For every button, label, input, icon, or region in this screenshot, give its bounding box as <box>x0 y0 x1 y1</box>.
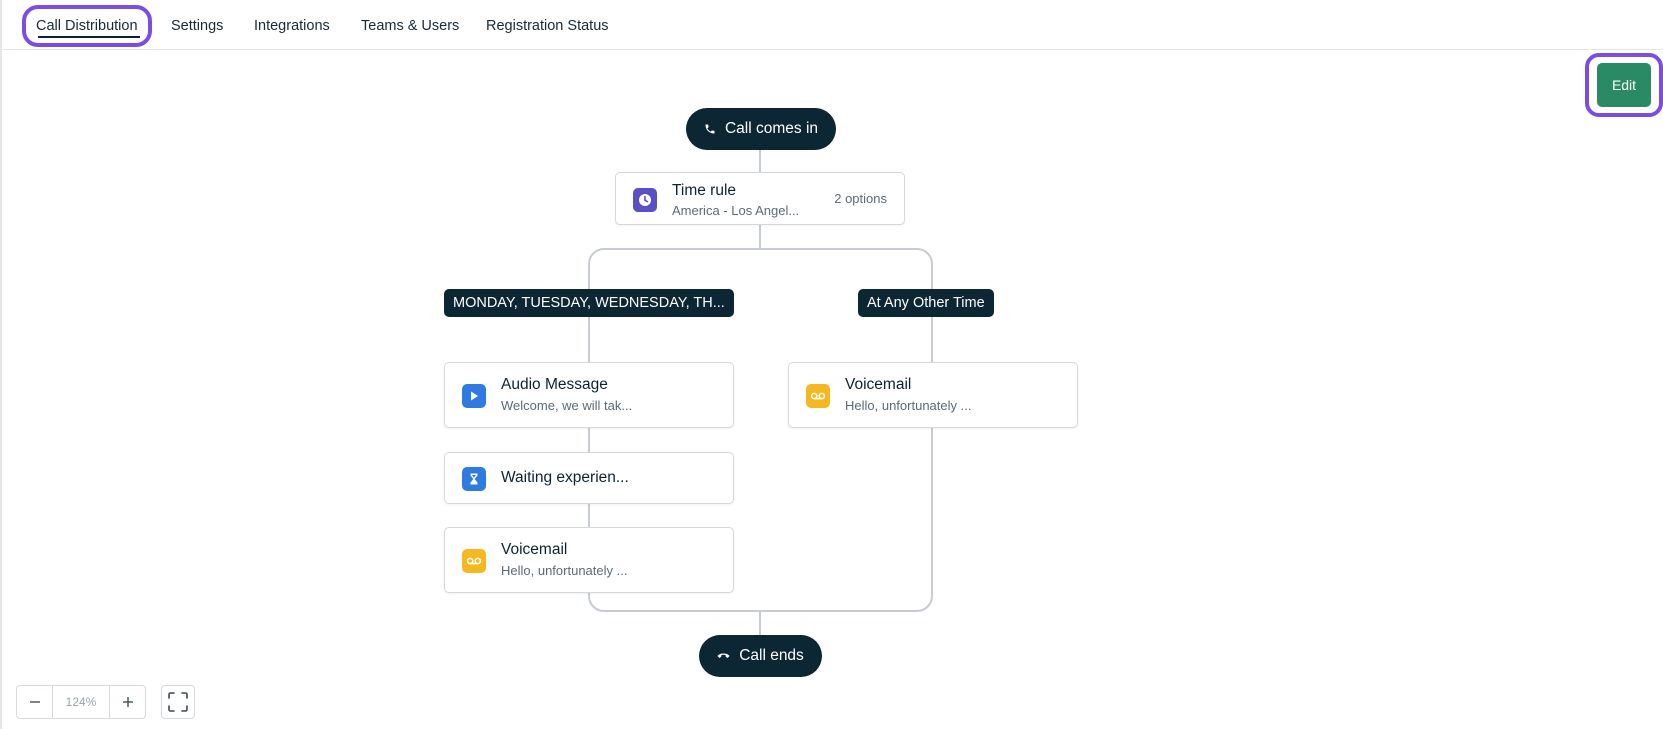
edit-button-focus-ring <box>1585 53 1663 117</box>
tab-settings[interactable]: Settings <box>171 18 224 34</box>
voicemail-left-title: Voicemail <box>501 541 568 558</box>
voicemail-right-subtitle: Hello, unfortunately ... <box>845 398 972 413</box>
phone-icon <box>705 124 715 134</box>
audio-message-subtitle: Welcome, we will tak... <box>501 398 633 413</box>
zoom-in-button[interactable] <box>110 686 145 718</box>
tab-call-distribution[interactable]: Call Distribution <box>22 5 152 47</box>
tab-integrations[interactable]: Integrations <box>254 18 330 34</box>
tab-teams-users[interactable]: Teams & Users <box>361 18 460 34</box>
audio-message-card[interactable]: Audio Message Welcome, we will tak... <box>444 362 734 428</box>
voicemail-left-subtitle: Hello, unfortunately ... <box>501 563 628 578</box>
time-rule-title: Time rule <box>672 182 737 199</box>
audio-message-title: Audio Message <box>501 376 608 393</box>
zoom-out-button[interactable] <box>17 686 52 718</box>
tab-bar: Call Distribution Settings Integrations … <box>0 0 1663 50</box>
waiting-experience-title: Waiting experien... <box>501 469 629 486</box>
time-rule-card[interactable]: Time rule America - Los Angel... 2 optio… <box>615 172 905 225</box>
voicemail-card-left[interactable]: Voicemail Hello, unfortunately ... <box>444 527 734 593</box>
call-comes-in-node[interactable]: Call comes in <box>686 108 836 150</box>
call-ends-node[interactable]: Call ends <box>699 635 822 677</box>
minus-icon <box>29 701 40 703</box>
zoom-controls: 124% <box>16 685 146 719</box>
time-rule-options: 2 options <box>834 191 887 206</box>
time-rule-subtitle: America - Los Angel... <box>672 203 800 218</box>
branch-label-weekdays: MONDAY, TUESDAY, WEDNESDAY, TH... <box>444 289 734 317</box>
voicemail-card-right[interactable]: Voicemail Hello, unfortunately ... <box>788 362 1078 428</box>
hangup-icon <box>717 653 730 658</box>
call-comes-in-label: Call comes in <box>724 120 819 137</box>
hourglass-icon <box>462 467 486 491</box>
plus-icon <box>122 697 133 707</box>
zoom-level: 124% <box>52 686 110 718</box>
voicemail-right-title: Voicemail <box>845 376 912 393</box>
fit-to-screen-button[interactable] <box>161 685 195 719</box>
branch-label-other-time: At Any Other Time <box>858 289 994 317</box>
call-ends-label: Call ends <box>739 647 804 664</box>
fullscreen-icon <box>168 692 188 712</box>
connector-line <box>759 150 761 172</box>
voicemail-icon <box>806 384 830 408</box>
connector-line <box>759 225 761 249</box>
waiting-experience-card[interactable]: Waiting experien... <box>444 452 734 504</box>
connector-line <box>759 611 761 635</box>
play-icon <box>462 384 486 408</box>
tab-registration-status[interactable]: Registration Status <box>486 18 609 34</box>
voicemail-icon <box>462 549 486 573</box>
edit-button[interactable]: Edit <box>1597 63 1651 107</box>
clock-icon <box>633 188 657 212</box>
